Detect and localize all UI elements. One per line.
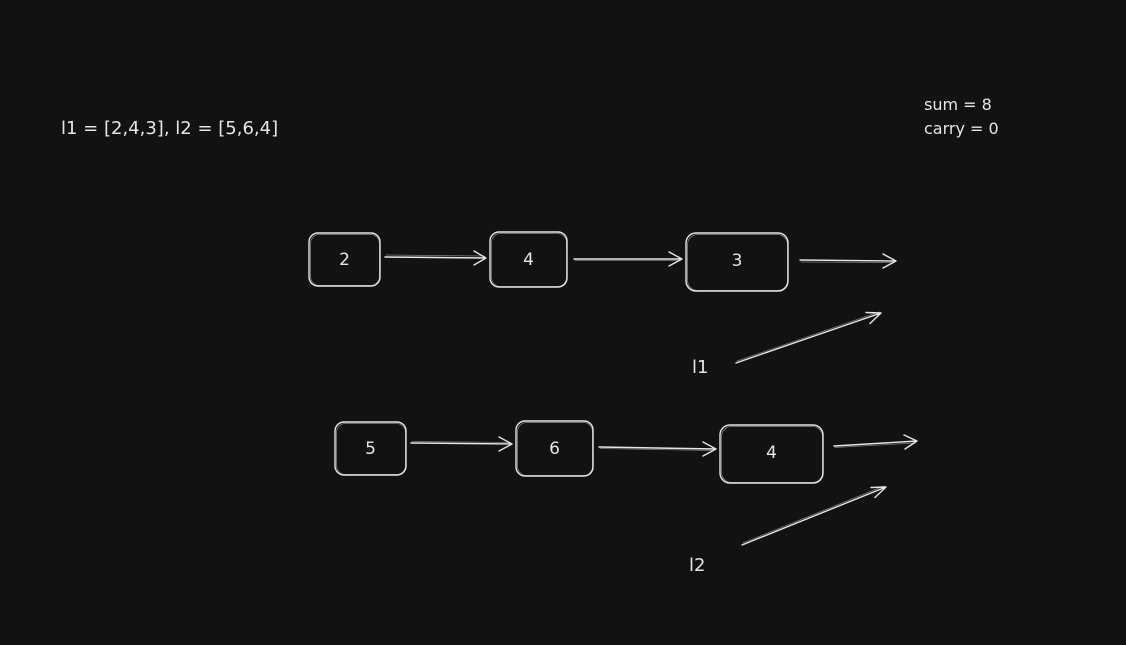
sum-label: sum = 8 (924, 95, 992, 114)
list1-arrow-2 (573, 251, 683, 267)
problem-statement: l1 = [2,4,3], l2 = [5,6,4] (61, 118, 278, 139)
carry-label: carry = 0 (924, 119, 999, 138)
list1-node-3: 3 (685, 232, 789, 292)
list2-node-1-value: 5 (365, 439, 376, 459)
list2-arrow-2 (598, 441, 717, 457)
list2-arrow-1 (410, 436, 513, 452)
list1-node-3-value: 3 (732, 251, 743, 271)
list2-node-1: 5 (334, 421, 407, 476)
list1-arrow-1 (384, 250, 487, 266)
list2-pointer-label: l2 (689, 555, 705, 576)
list1-node-2-value: 4 (523, 250, 534, 270)
list2-node-3-value: 4 (766, 443, 777, 463)
list2-node-2: 6 (515, 420, 594, 477)
list2-node-3: 4 (719, 424, 824, 484)
list2-node-2-value: 6 (549, 439, 560, 459)
list1-pointer-arrow (735, 311, 882, 364)
list1-node-1: 2 (308, 232, 381, 287)
list2-pointer-arrow (741, 485, 887, 546)
list1-node-1-value: 2 (339, 250, 350, 270)
list1-node-2: 4 (489, 231, 568, 288)
list1-arrow-3 (799, 253, 897, 269)
list2-arrow-3 (833, 434, 918, 450)
list1-pointer-label: l1 (692, 357, 708, 378)
